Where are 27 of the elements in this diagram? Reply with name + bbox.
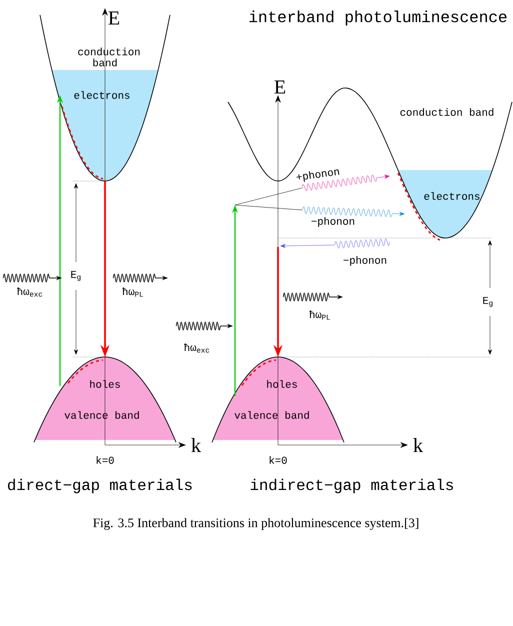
band-label: valence band <box>64 411 139 419</box>
diagram-title: interband photoluminescence <box>250 10 507 26</box>
figure-caption: Fig. 3.5 Interband transitions in photoluminescence system.[3] <box>93 518 418 530</box>
carrier-label: electrons <box>424 192 480 200</box>
axis-label: E <box>274 80 286 94</box>
photon-label: ħω$_{PL}$ <box>122 287 143 297</box>
photon-label: ħω$_{exc}$ <box>17 287 42 297</box>
photon-label: ħω$_{PL}$ <box>309 310 330 320</box>
phonon-label: −phonon <box>312 217 354 227</box>
panel-title: indirect−gap materials <box>250 478 453 494</box>
axis-label: E <box>108 11 120 25</box>
band-label: conduction band <box>78 48 140 66</box>
axis-label: k=0 <box>96 456 114 464</box>
band-label: valence band <box>234 411 309 419</box>
axis-label: k=0 <box>270 456 287 464</box>
axis-label: k <box>191 438 201 452</box>
phonon-label: +phonon <box>296 169 340 182</box>
energy-gap-label: E$_{g}$ <box>483 296 492 308</box>
phonon-label: −phonon <box>344 256 386 266</box>
panel-title: direct−gap materials <box>8 478 192 494</box>
carrier-label: holes <box>90 380 120 388</box>
axis-label: k <box>413 438 423 452</box>
carrier-label: holes <box>267 380 297 388</box>
photon-label: ħω$_{exc}$ <box>184 343 210 353</box>
carrier-label: electrons <box>74 91 130 99</box>
band-label: conduction band <box>400 108 494 116</box>
energy-gap-label: E$_{g}$ <box>71 270 80 282</box>
